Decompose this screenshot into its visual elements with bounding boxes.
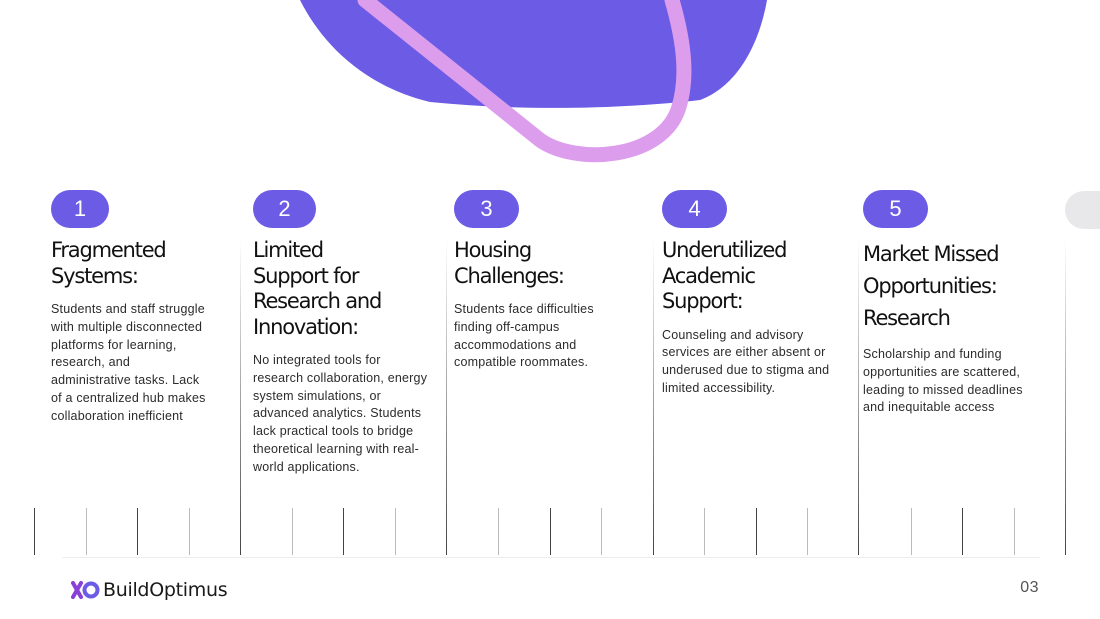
- column-limited-support: Limited Support for Research and Innovat…: [253, 238, 433, 477]
- ruler-tick: [550, 508, 551, 555]
- ruler-tick: [498, 508, 499, 555]
- column-housing-challenges: Housing Challenges: Students face diffic…: [454, 238, 614, 372]
- ruler-tick: [601, 508, 602, 555]
- infinity-logo-icon: [71, 581, 100, 599]
- step-number-2: 2: [253, 190, 316, 228]
- brand-name: BuildOptimus: [103, 579, 228, 601]
- step-number-1: 1: [51, 190, 109, 228]
- column-divider: [653, 238, 654, 555]
- column-underutilized-support: Underutilized Academic Support: Counseli…: [662, 238, 834, 398]
- purple-blob-shape: [300, 0, 767, 108]
- footer-divider: [62, 557, 1040, 558]
- column-fragmented-systems: Fragmented Systems: Students and staff s…: [51, 238, 211, 426]
- ruler-tick: [343, 508, 344, 555]
- column-body: No integrated tools for research collabo…: [253, 353, 428, 474]
- column-divider: [858, 238, 859, 555]
- column-divider: [446, 238, 447, 555]
- column-market-missed: Market Missed Opportunities: Research Sc…: [863, 238, 1023, 417]
- column-title: Underutilized Academic Support:: [662, 238, 787, 313]
- column-body: Students and staff struggle with multipl…: [51, 302, 206, 423]
- ruler-tick: [1014, 508, 1015, 555]
- column-title: Housing Challenges:: [454, 238, 565, 288]
- step-number-3: 3: [454, 190, 519, 228]
- column-divider: [240, 238, 241, 555]
- ruler-tick: [86, 508, 87, 555]
- page-number: 03: [1020, 579, 1039, 596]
- ruler-tick: [962, 508, 963, 555]
- pink-ring-shape: [357, 0, 692, 163]
- step-number-5: 5: [863, 190, 928, 228]
- column-body: Scholarship and funding opportunities ar…: [863, 347, 1023, 415]
- column-body: Students face difficulties finding off-c…: [454, 302, 594, 370]
- ruler-tick: [292, 508, 293, 555]
- column-body: Counseling and advisory services are eit…: [662, 327, 830, 395]
- ruler-tick: [189, 508, 190, 555]
- ruler-tick: [756, 508, 757, 555]
- ruler-tick: [34, 508, 35, 555]
- ruler-tick: [807, 508, 808, 555]
- ruler-tick: [395, 508, 396, 555]
- brand-logo: BuildOptimus: [70, 576, 228, 604]
- next-card-edge: [1065, 191, 1100, 229]
- ruler-tick: [137, 508, 138, 555]
- column-title: Market Missed Opportunities: Research: [863, 242, 1000, 330]
- column-divider: [1065, 238, 1066, 555]
- ruler-tick: [704, 508, 705, 555]
- step-number-4: 4: [662, 190, 727, 228]
- column-title: Limited Support for Research and Innovat…: [253, 238, 382, 339]
- column-title: Fragmented Systems:: [51, 238, 167, 288]
- ruler-tick: [911, 508, 912, 555]
